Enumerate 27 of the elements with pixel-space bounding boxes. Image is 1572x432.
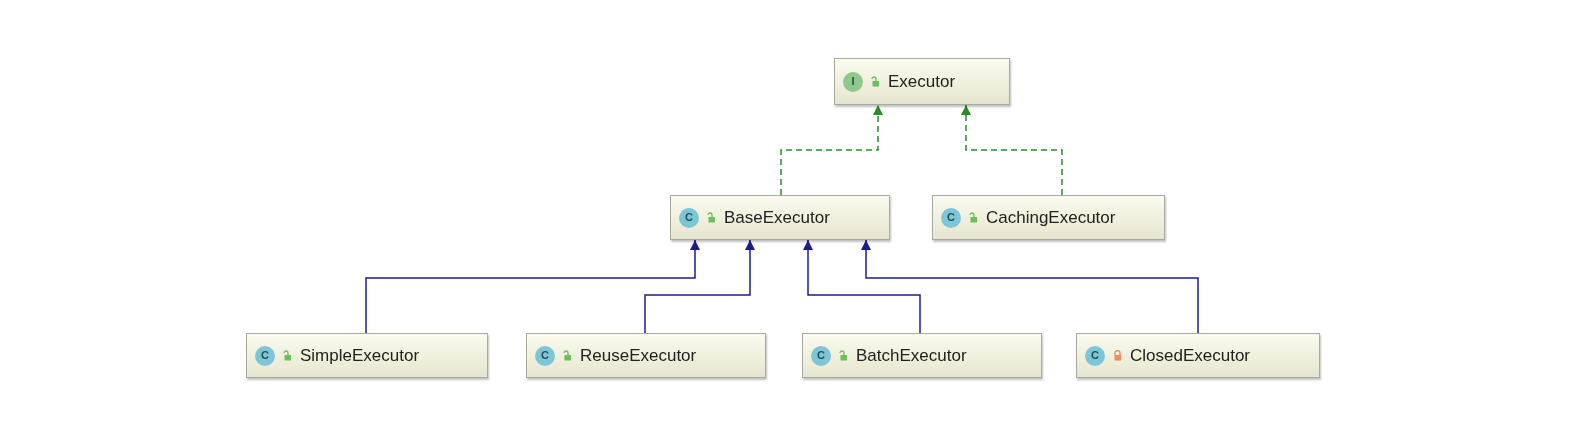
class-box <box>1076 333 1320 378</box>
class-box <box>802 333 1042 378</box>
inheritance-arrow <box>961 104 1063 196</box>
class-name: ClosedExecutor <box>1130 344 1250 367</box>
class-name: Executor <box>888 70 956 93</box>
inheritance-arrow <box>780 104 883 196</box>
class-badge: C <box>679 207 699 228</box>
inheritance-arrow <box>861 239 1199 334</box>
class-box <box>246 333 488 378</box>
class-box <box>670 195 890 240</box>
class-name: BaseExecutor <box>724 206 830 229</box>
inheritance-arrow <box>644 239 755 334</box>
class-badge: C <box>255 345 275 366</box>
class-name: SimpleExecutor <box>300 344 420 367</box>
class-badge: C <box>941 207 961 228</box>
class-name: ReuseExecutor <box>580 344 697 367</box>
class-badge: C <box>811 345 831 366</box>
class-badge: C <box>535 345 555 366</box>
abstract-class-badge: C <box>1085 345 1105 366</box>
class-box <box>932 195 1165 240</box>
class-name: BatchExecutor <box>856 344 967 367</box>
inheritance-arrow <box>803 239 921 334</box>
class-badge: I <box>843 71 863 92</box>
class-box <box>526 333 766 378</box>
inheritance-arrow <box>365 239 700 334</box>
class-box <box>834 58 1010 105</box>
class-name: CachingExecutor <box>986 206 1116 229</box>
